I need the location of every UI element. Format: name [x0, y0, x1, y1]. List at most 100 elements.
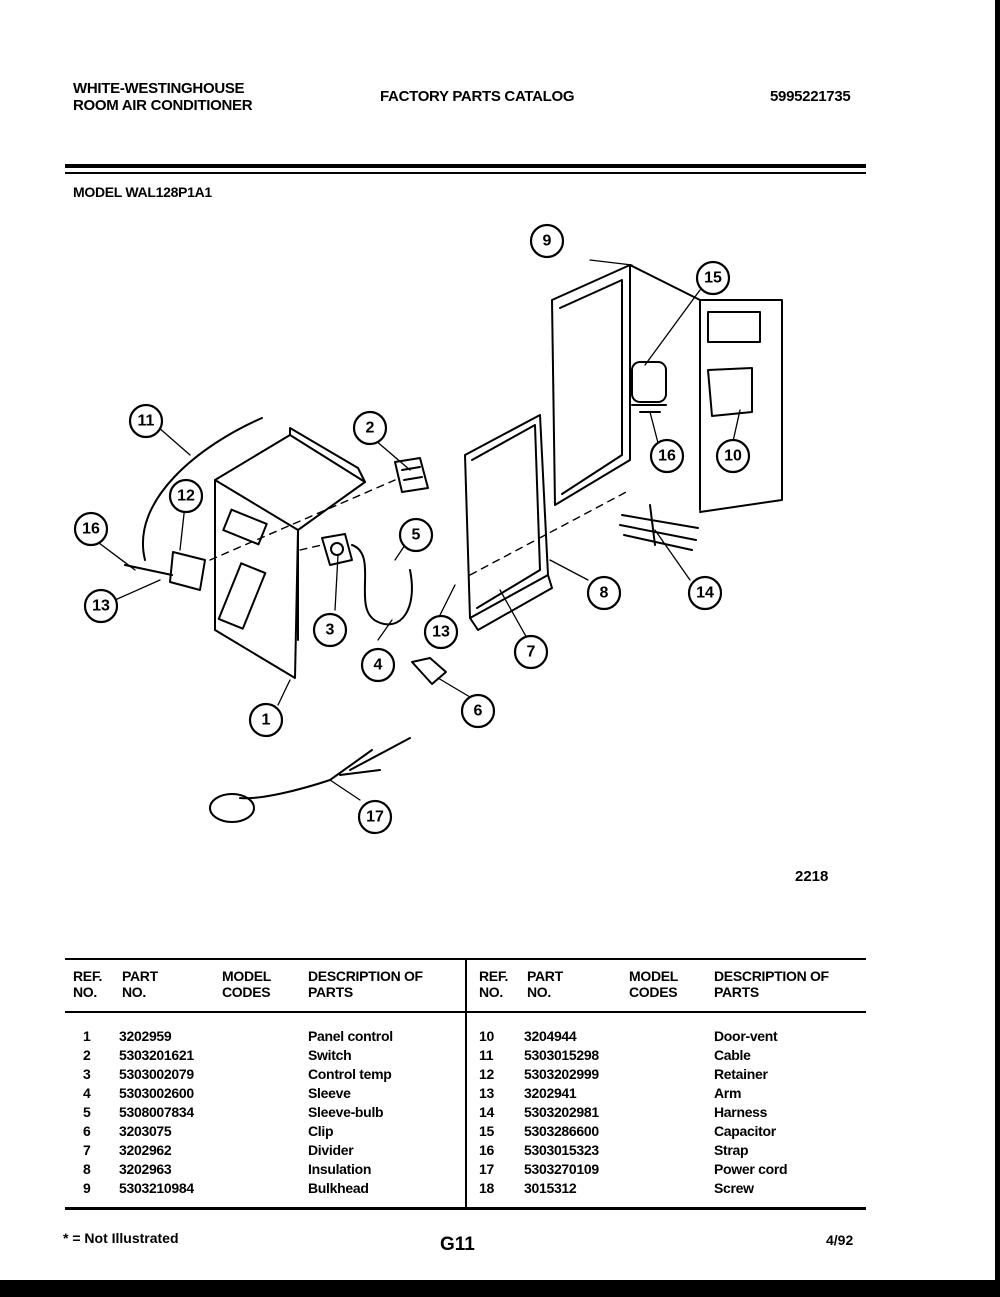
callout-11: 11	[128, 403, 164, 439]
description-cell: Sleeve-bulb	[308, 1104, 384, 1120]
parts-table-left: REF. NO. PART NO. MODEL CODES DESCRIPTIO…	[65, 958, 465, 1208]
ref-cell: 17	[479, 1161, 494, 1177]
part-number-cell: 5303015323	[524, 1142, 599, 1158]
ref-cell: 11	[479, 1047, 494, 1063]
description-cell: Screw	[714, 1180, 754, 1196]
col-model-header: MODEL CODES	[629, 968, 678, 1000]
ref-cell: 8	[83, 1161, 91, 1177]
description-cell: Strap	[714, 1142, 749, 1158]
power-cord-drawing	[209, 737, 411, 823]
description-cell: Capacitor	[714, 1123, 776, 1139]
description-cell: Power cord	[714, 1161, 788, 1177]
part-number-cell: 5303202981	[524, 1104, 599, 1120]
svg-text:3: 3	[326, 622, 335, 639]
diagram-callouts: 9 15 11 2 16 10 12 16 5 8 14 13 3 13 7 4…	[73, 223, 751, 835]
description-cell: Retainer	[714, 1066, 768, 1082]
ref-cell: 4	[83, 1085, 91, 1101]
ref-cell: 9	[83, 1180, 91, 1196]
callout-4: 4	[360, 647, 396, 683]
ref-cell: 5	[83, 1104, 91, 1120]
svg-text:16: 16	[82, 521, 100, 538]
callout-5: 5	[398, 517, 434, 553]
part-number-cell: 5303015298	[524, 1047, 599, 1063]
callout-2: 2	[352, 410, 388, 446]
callout-12: 12	[168, 478, 204, 514]
brand-line-2: ROOM AIR CONDITIONER	[73, 97, 253, 114]
divider-insulation-drawing	[464, 414, 553, 631]
svg-text:5: 5	[412, 527, 421, 544]
table-row: 16 5303015323 Strap	[467, 1141, 866, 1160]
svg-text:11: 11	[138, 413, 155, 430]
ref-cell: 13	[479, 1085, 494, 1101]
description-cell: Door-vent	[714, 1028, 778, 1044]
svg-text:9: 9	[543, 233, 552, 250]
retainer-drawing	[169, 551, 206, 591]
door-vent-drawing	[707, 367, 753, 417]
part-number-cell: 5303202999	[524, 1066, 599, 1082]
ref-cell: 7	[83, 1142, 91, 1158]
callout-16a: 16	[649, 438, 685, 474]
description-cell: Bulkhead	[308, 1180, 369, 1196]
table-row: 8 3202963 Insulation	[65, 1160, 465, 1179]
assembly-dashed-lines	[209, 479, 631, 576]
svg-text:15: 15	[704, 270, 722, 287]
ref-cell: 15	[479, 1123, 494, 1139]
part-number-cell: 3203075	[119, 1123, 172, 1139]
parts-table-right: REF. NO. PART NO. MODEL CODES DESCRIPTIO…	[467, 958, 866, 1208]
col-ref-header: REF. NO.	[73, 968, 103, 1000]
description-cell: Control temp	[308, 1066, 392, 1082]
table-bottom-rule	[65, 1207, 866, 1210]
svg-text:17: 17	[366, 809, 384, 826]
svg-text:14: 14	[696, 585, 714, 602]
svg-text:4: 4	[374, 657, 383, 674]
ref-cell: 18	[479, 1180, 494, 1196]
sleeve-wire-drawing	[351, 544, 413, 626]
col-part-header: PART NO.	[527, 968, 563, 1000]
callout-17: 17	[357, 799, 393, 835]
callout-13a: 13	[83, 588, 119, 624]
part-number-cell: 3202941	[524, 1085, 577, 1101]
ref-cell: 6	[83, 1123, 91, 1139]
table-row: 4 5303002600 Sleeve	[65, 1084, 465, 1103]
ref-cell: 14	[479, 1104, 494, 1120]
svg-text:7: 7	[527, 644, 536, 661]
clip-drawing	[411, 657, 447, 685]
part-number-cell: 3202959	[119, 1028, 172, 1044]
callout-13b: 13	[423, 614, 459, 650]
catalog-number: 5995221735	[770, 88, 851, 105]
callout-7: 7	[513, 634, 549, 670]
col-part-header: PART NO.	[122, 968, 158, 1000]
model-label: MODEL WAL128P1A1	[73, 184, 212, 200]
callout-10: 10	[715, 438, 751, 474]
header-rule-thin	[65, 172, 866, 174]
callout-1: 1	[248, 702, 284, 738]
description-cell: Insulation	[308, 1161, 372, 1177]
ref-cell: 16	[479, 1142, 494, 1158]
callout-8: 8	[586, 575, 622, 611]
brand-block: WHITE-WESTINGHOUSE ROOM AIR CONDITIONER	[73, 80, 253, 114]
catalog-title: FACTORY PARTS CATALOG	[380, 88, 575, 105]
header-rule-thick	[65, 164, 866, 168]
brand-line-1: WHITE-WESTINGHOUSE	[73, 80, 245, 97]
svg-text:8: 8	[600, 585, 609, 602]
part-number-cell: 5303002600	[119, 1085, 194, 1101]
part-number-cell: 3202963	[119, 1161, 172, 1177]
ref-cell: 10	[479, 1028, 494, 1044]
callout-16b: 16	[73, 511, 109, 547]
svg-text:1: 1	[262, 712, 271, 729]
not-illustrated-note: * = Not Illustrated	[63, 1230, 179, 1246]
callout-9: 9	[529, 223, 565, 259]
leader-lines	[94, 259, 741, 801]
description-cell: Sleeve	[308, 1085, 351, 1101]
